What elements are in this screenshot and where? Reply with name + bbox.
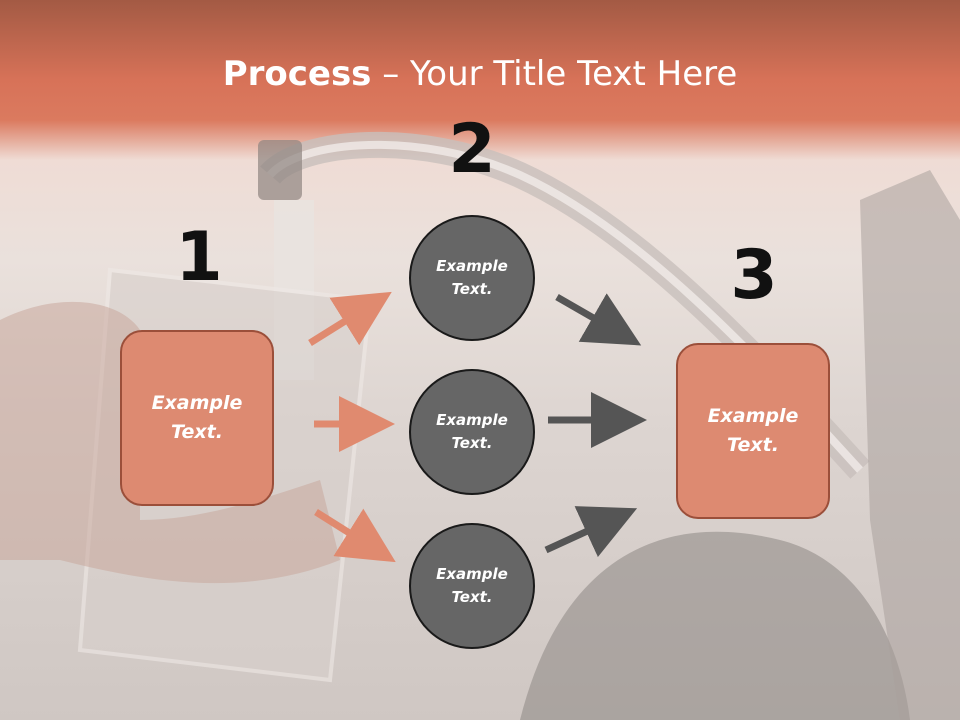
step-1-box: Example Text. (120, 330, 274, 506)
step-2-circle-top: Example Text. (409, 215, 535, 341)
arrow-1-to-bottom (314, 508, 396, 563)
step-2-circle-bottom: Example Text. (409, 523, 535, 649)
step-2-circle-middle: Example Text. (409, 369, 535, 495)
step-2-label-middle: Example Text. (436, 411, 508, 452)
arrow-bottom-to-3 (544, 506, 638, 558)
step-2-label-top: Example Text. (436, 257, 508, 298)
step-number-3: 3 (730, 236, 778, 315)
slide-title: Process – Your Title Text Here (0, 52, 960, 96)
step-3-label: Example Text. (707, 405, 799, 456)
title-bold: Process (222, 54, 372, 94)
arrow-top-to-3 (555, 293, 642, 346)
step-2-label-bottom: Example Text. (436, 565, 508, 606)
arrow-1-to-top (308, 291, 392, 346)
step-1-label: Example Text. (151, 392, 243, 443)
title-rest: – Your Title Text Here (371, 54, 738, 94)
step-number-1: 1 (175, 218, 223, 297)
step-3-box: Example Text. (676, 343, 830, 519)
step-number-2: 2 (448, 110, 496, 189)
